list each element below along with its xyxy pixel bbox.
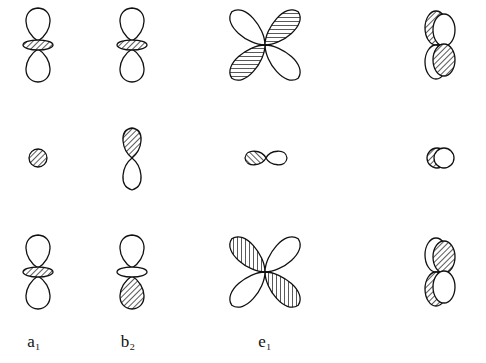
- dxz-orbital: [224, 231, 305, 312]
- dz2-orbital: [117, 235, 147, 309]
- px-orbital: [245, 151, 287, 165]
- symmetry-label: a₁: [27, 333, 40, 350]
- dz2-orbital: [117, 8, 147, 82]
- symmetry-label: b₂: [121, 333, 135, 350]
- dyz-orbital: [425, 238, 455, 306]
- pz-orbital: [123, 128, 141, 190]
- s-orbital: [29, 149, 47, 167]
- dyz-orbital: [425, 11, 455, 79]
- symmetry-label: e₁: [258, 333, 271, 350]
- dxz-orbital: [224, 4, 305, 85]
- dz2-orbital: [23, 235, 53, 309]
- py-orbital: [427, 148, 454, 168]
- dz2-orbital: [23, 8, 53, 82]
